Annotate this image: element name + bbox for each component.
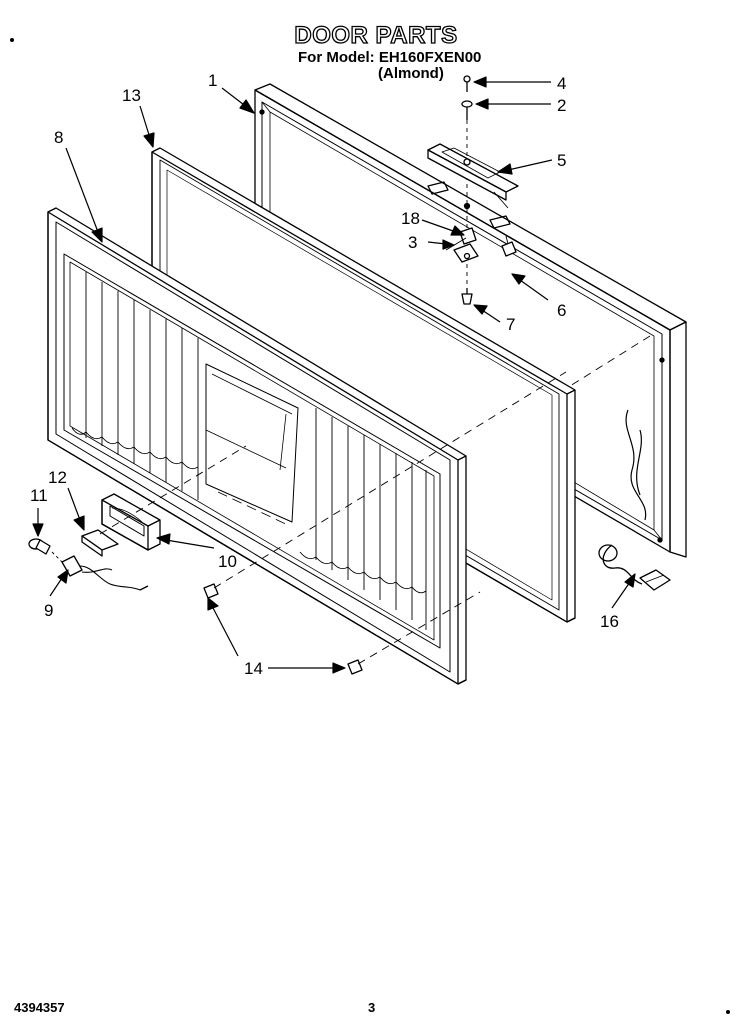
- callout-1: 1: [208, 71, 217, 90]
- callout-7: 7: [506, 315, 515, 334]
- callout-9: 9: [44, 601, 53, 620]
- page-number: 3: [368, 1000, 376, 1015]
- inner-door-liner: [47, 207, 467, 685]
- callout-3: 3: [408, 233, 417, 252]
- document-part-number: 4394357: [14, 1000, 65, 1015]
- callout-labels: 1 2 3 4 5 6 7 8 9 10 11 12 13 14 16 18: [30, 71, 619, 678]
- callout-8: 8: [54, 128, 63, 147]
- corner-mark: [726, 1010, 730, 1014]
- callout-6: 6: [557, 301, 566, 320]
- door-fasteners: [203, 335, 651, 675]
- page-title: DOOR PARTS: [294, 21, 458, 49]
- hinge-hardware: [427, 75, 519, 305]
- leader-arrows: [32, 76, 636, 674]
- corner-mark: [10, 38, 14, 42]
- callout-11: 11: [30, 486, 48, 505]
- callout-4: 4: [557, 74, 566, 93]
- callout-5: 5: [557, 151, 566, 170]
- color-line: (Almond): [378, 65, 444, 82]
- callout-18: 18: [401, 209, 420, 228]
- model-line: For Model: EH160FXEN00: [298, 49, 482, 66]
- callout-16: 16: [600, 612, 619, 631]
- callout-13: 13: [122, 86, 141, 105]
- callout-2: 2: [557, 96, 566, 115]
- callout-12: 12: [48, 468, 67, 487]
- callout-10: 10: [218, 552, 237, 571]
- handle-and-light: [28, 445, 247, 591]
- callout-14: 14: [244, 659, 263, 678]
